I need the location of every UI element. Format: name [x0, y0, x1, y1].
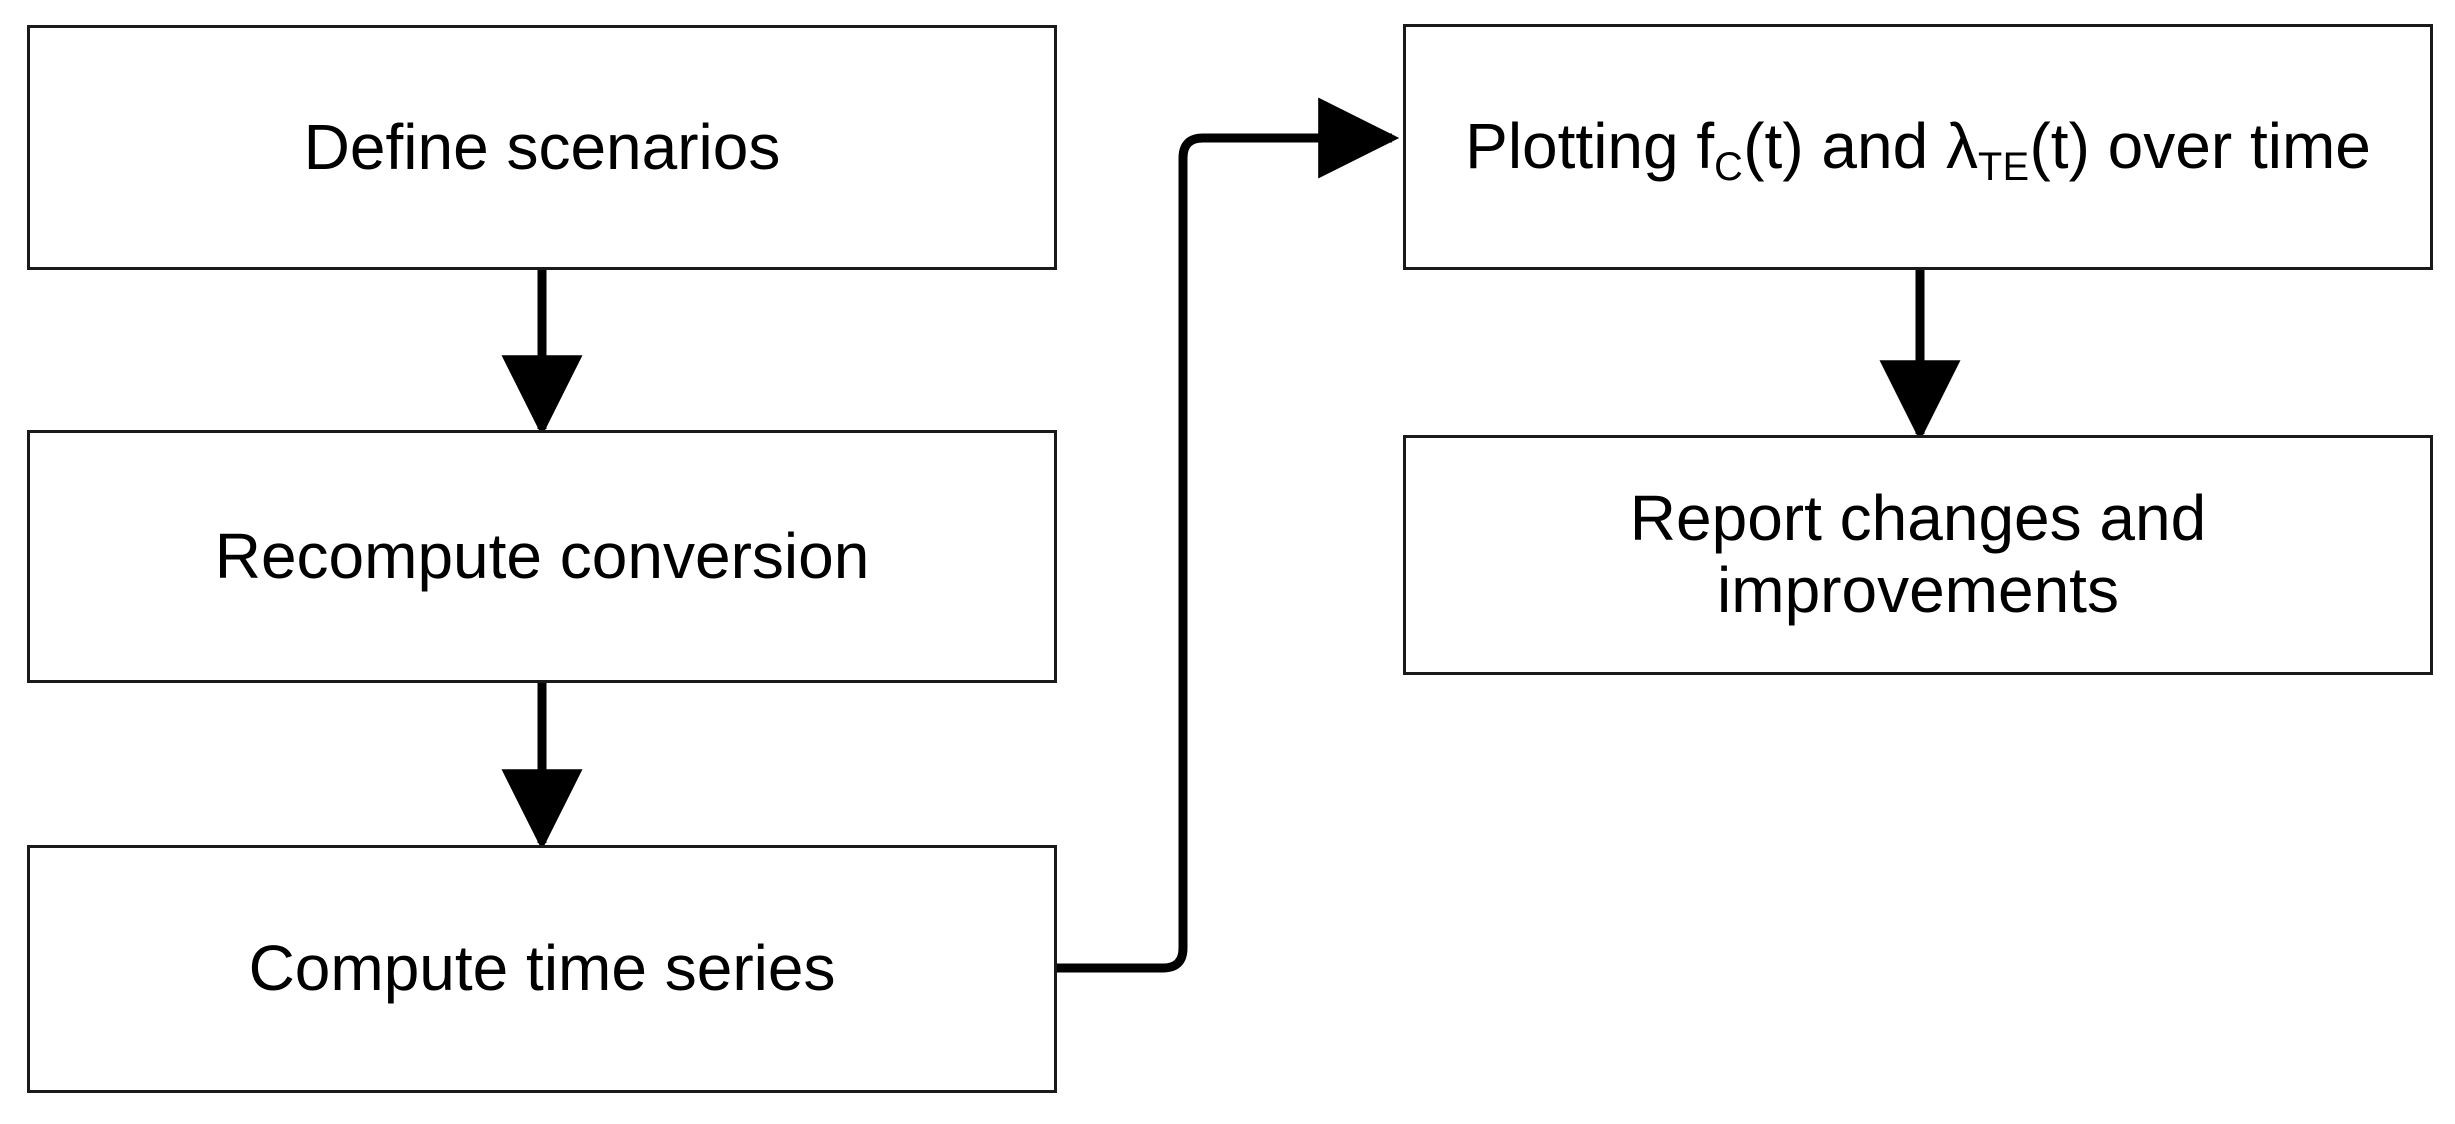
node-compute-time-series-label: Compute time series: [248, 932, 836, 1005]
plot-label-prefix: Plotting f: [1465, 110, 1715, 183]
node-plotting-functions-label: Plotting fC(t) and λTE(t) over time: [1424, 110, 2412, 189]
plot-label-subscript-te: TE: [1977, 145, 2030, 190]
node-recompute-conversion-label: Recompute conversion: [214, 519, 870, 592]
node-define-scenarios[interactable]: Define scenarios: [27, 25, 1057, 270]
plot-label-mid: (t) and λ: [1743, 110, 1978, 183]
plot-label-suffix: (t) over time: [2029, 110, 2371, 183]
node-report-changes-label: Report changes and improvements: [1629, 482, 2207, 626]
plot-label-subscript-c: C: [1714, 145, 1744, 190]
node-define-scenarios-label: Define scenarios: [303, 110, 781, 183]
node-plotting-functions[interactable]: Plotting fC(t) and λTE(t) over time: [1403, 24, 2433, 270]
node-compute-time-series[interactable]: Compute time series: [27, 845, 1057, 1093]
edge-compute-to-plot: [1057, 97, 1400, 973]
node-recompute-conversion[interactable]: Recompute conversion: [27, 430, 1057, 683]
node-report-changes[interactable]: Report changes and improvements: [1403, 435, 2433, 675]
